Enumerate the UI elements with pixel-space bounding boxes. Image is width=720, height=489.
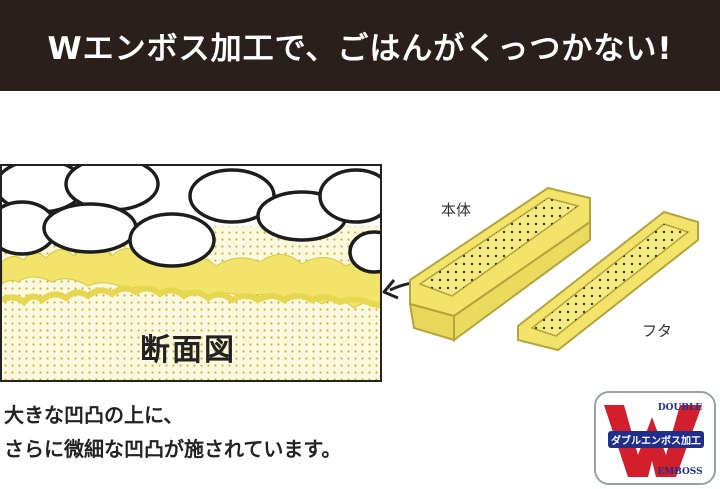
badge-top-text: DOUBLE [658, 403, 702, 413]
badge-middle-text: ダブルエンボス加工 [611, 434, 701, 447]
caption: 大きな凹凸の上に、 さらに微細な凹凸が施されています。 [4, 398, 341, 466]
container-body [408, 186, 591, 342]
badge-bottom-text: EMBOSS [657, 467, 702, 477]
cross-section-illustration [2, 166, 380, 380]
container-illustration [382, 186, 699, 352]
container-lid [517, 210, 699, 352]
body-label: 本体 [441, 201, 472, 219]
cross-section-label: 断面図 [140, 333, 236, 368]
double-emboss-badge: DOUBLE ダブルエンボス加工 EMBOSS [594, 391, 716, 485]
header-banner: Wエンボス加工で、ごはんがくっつかない! [0, 0, 720, 91]
banner-title: Wエンボス加工で、ごはんがくっつかない! [47, 31, 673, 67]
lid-label: フタ [642, 322, 673, 340]
caption-line-2: さらに微細な凹凸が施されています。 [4, 437, 342, 461]
cross-section-panel [0, 164, 382, 382]
caption-line-1: 大きな凹凸の上に、 [4, 403, 184, 427]
